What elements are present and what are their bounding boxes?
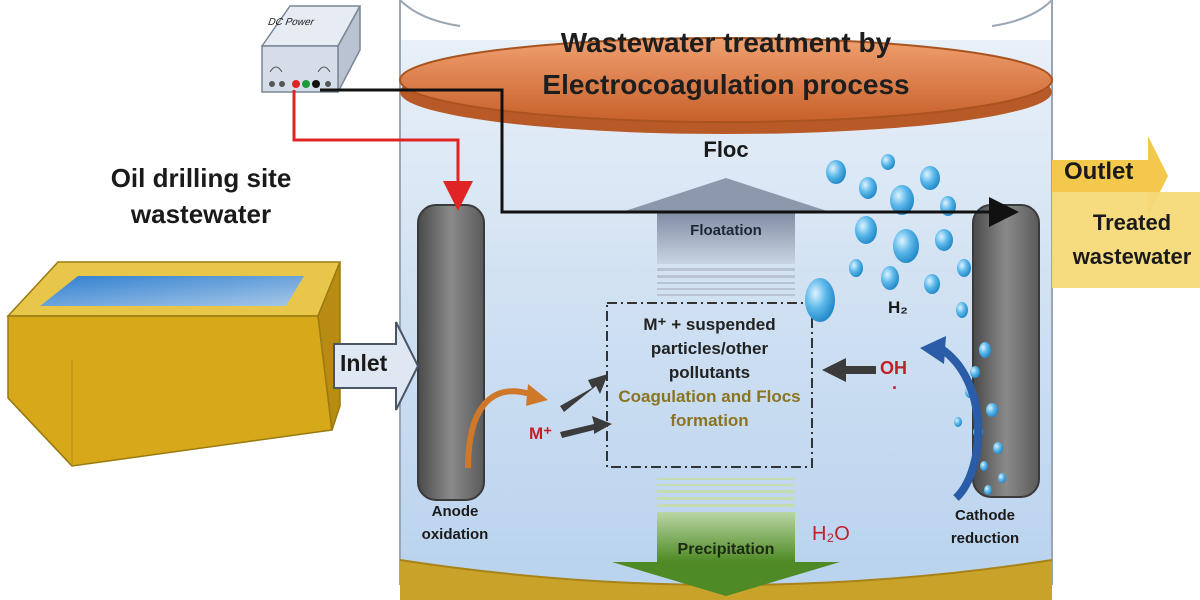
reaction-line-5: formation xyxy=(670,411,749,430)
treated-wastewater-label: Treated wastewater xyxy=(1068,206,1196,274)
water-label: H₂O xyxy=(812,523,850,545)
anode-curved-arrow xyxy=(465,388,531,469)
outlet-label: Outlet xyxy=(1064,158,1134,185)
precipitation-label: Precipitation xyxy=(677,541,775,558)
anode-line-2: oxidation xyxy=(421,526,489,543)
reaction-box-text: M⁺ + suspended particles/other pollutant… xyxy=(607,303,812,467)
precipitation-arrow xyxy=(612,478,840,596)
wastewater-tray xyxy=(6,261,342,467)
cathode-line-1: Cathode xyxy=(955,507,1015,524)
hydrogen-bubbles xyxy=(805,154,1006,495)
tank-lid xyxy=(399,37,1053,134)
dc-power-label: DC Power xyxy=(266,17,316,28)
title-line-1: Wastewater treatment by xyxy=(560,27,892,58)
source-line-1: Oil drilling site xyxy=(110,163,292,193)
diagram-title: Wastewater treatment by Electrocoagulati… xyxy=(516,22,936,106)
hydrogen-label: H₂ xyxy=(888,298,908,317)
cathode-curved-arrow xyxy=(937,344,983,501)
treated-line-2: wastewater xyxy=(1072,244,1192,269)
treated-line-1: Treated xyxy=(1092,210,1172,235)
floc-label: Floc xyxy=(703,137,749,162)
anode-electrode xyxy=(417,204,485,501)
inlet-label: Inlet xyxy=(340,350,388,376)
cathode-line-2: reduction xyxy=(950,530,1020,547)
hydroxide-label: OH xyxy=(880,358,907,378)
source-line-2: wastewater xyxy=(130,199,272,229)
anode-line-1: Anode xyxy=(431,503,479,520)
tank-base xyxy=(400,560,1052,600)
anode-label: Anode oxidation xyxy=(400,500,510,546)
positive-wire xyxy=(292,90,473,211)
reaction-line-4: Coagulation and Flocs xyxy=(618,387,801,406)
source-label: Oil drilling site wastewater xyxy=(96,160,306,232)
reaction-line-1: M⁺ + suspended xyxy=(643,315,776,334)
metal-ion-label: M⁺ xyxy=(529,424,553,443)
outlet-arrow xyxy=(1052,136,1200,288)
floatation-arrow xyxy=(622,178,830,296)
floatation-label: Floatation xyxy=(690,222,762,239)
reaction-line-2: particles/other xyxy=(650,339,769,358)
reaction-box xyxy=(606,302,813,468)
dc-power-supply xyxy=(260,5,362,93)
inlet-arrow xyxy=(333,321,420,411)
cathode-label: Cathode reduction xyxy=(930,504,1040,550)
reaction-line-3: pollutants xyxy=(668,363,751,382)
negative-wire xyxy=(320,88,1019,227)
hydroxide-radical-dot: · xyxy=(892,378,898,398)
reaction-arrows xyxy=(560,358,876,438)
title-line-2: Electrocoagulation process xyxy=(542,69,910,100)
